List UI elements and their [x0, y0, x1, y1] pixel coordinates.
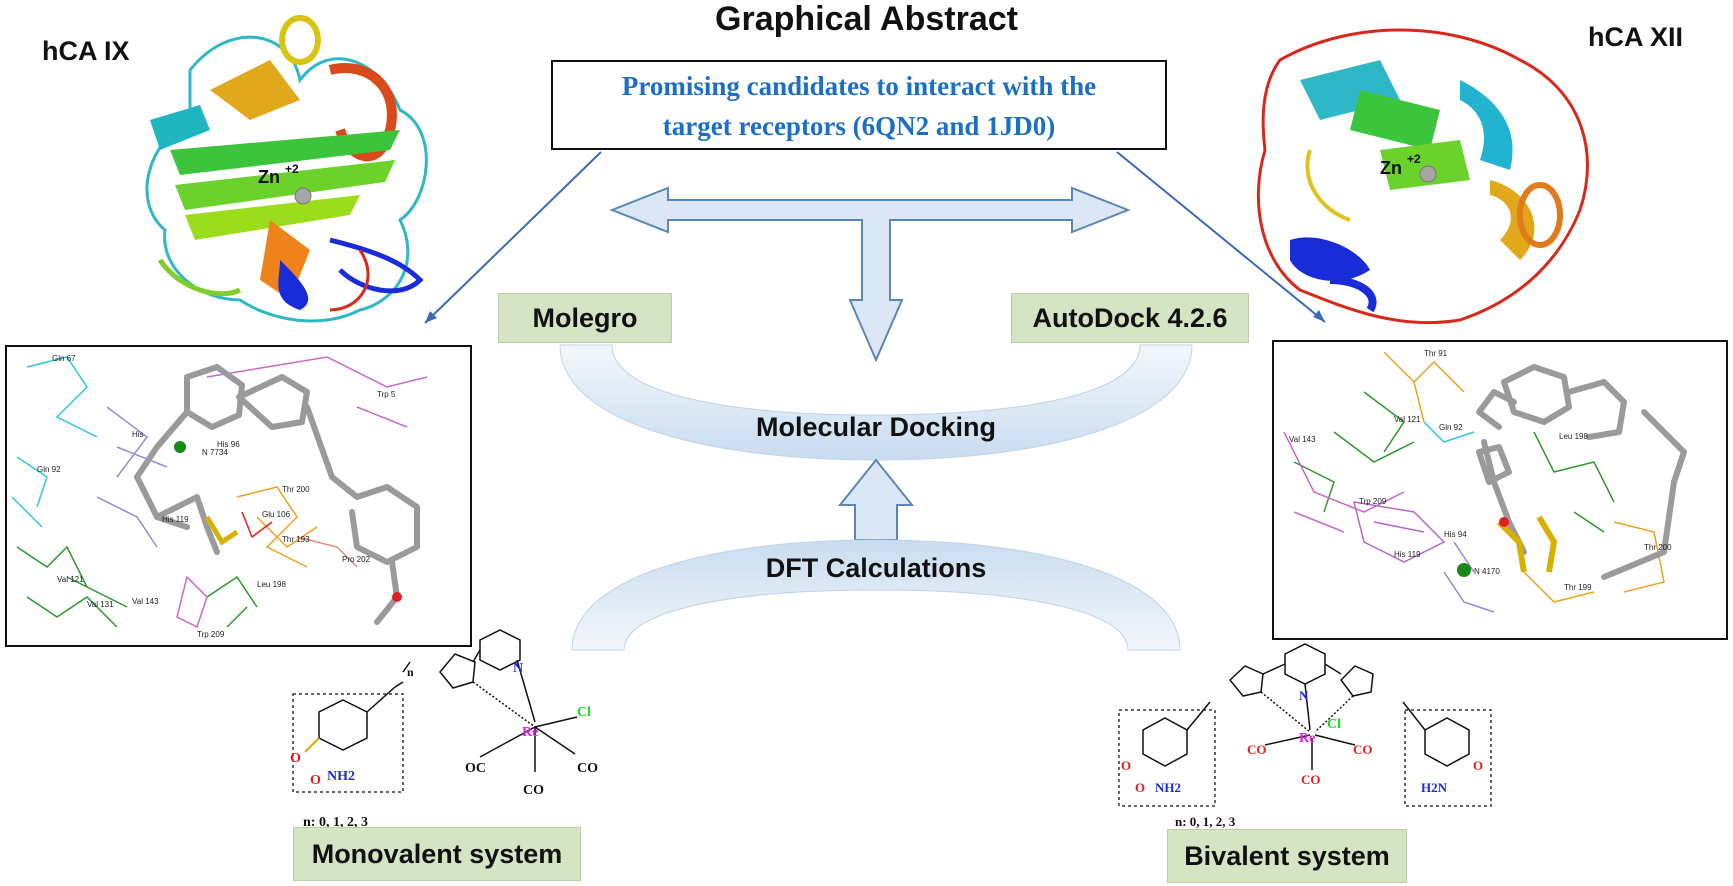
left-label-2: Trp 5: [377, 390, 396, 399]
docking-panel-right: Thr 91 Val 121 Gln 92 Val 143 Leu 198 Tr…: [1272, 340, 1728, 640]
left-label-14: Val 131: [87, 600, 114, 609]
molegro-box: Molegro: [498, 293, 672, 343]
left-label-7: Thr 200: [282, 485, 310, 494]
dft-calculations-label: DFT Calculations: [765, 553, 987, 583]
docking-pose-right: Thr 91 Val 121 Gln 92 Val 143 Leu 198 Tr…: [1283, 349, 1687, 613]
monovalent-structure: O O NH2 n Re Cl OC CO CO N n: 0, 1, 2, 3: [290, 629, 598, 830]
mono-cl: Cl: [577, 705, 591, 720]
svg-text:O: O: [290, 751, 301, 766]
mono-re: Re: [522, 725, 538, 740]
left-label-11: Val 121: [57, 575, 84, 584]
right-label-11: Thr 199: [1564, 583, 1592, 592]
right-label-4: Val 143: [1289, 435, 1316, 444]
bi-re: Re: [1299, 731, 1315, 746]
right-label-10: Thr 200: [1644, 543, 1672, 552]
docking-panel-left: Gln 67 Trp 5 His 96 His Gln 92 N 7734 Th…: [5, 345, 472, 647]
subtitle-box: Promising candidates to interact with th…: [551, 60, 1167, 150]
mono-n-subscript: n: [407, 665, 414, 679]
subtitle-line-2: target receptors (6QN2 and 1JD0): [662, 111, 1056, 141]
left-label-3: His 96: [217, 440, 240, 449]
docking-pose-left: Gln 67 Trp 5 His 96 His Gln 92 N 7734 Th…: [11, 354, 428, 639]
svg-text:O: O: [310, 773, 321, 788]
zn-label-left: Zn: [258, 167, 280, 187]
mono-co-bottom: CO: [523, 783, 544, 798]
bi-cl: Cl: [1327, 717, 1341, 732]
protein-label-hca-ix: hCA IX: [42, 36, 130, 66]
bi-co-left: CO: [1247, 742, 1267, 757]
mono-n-pyridine: N: [513, 661, 523, 676]
molecular-docking-label: Molecular Docking: [755, 412, 997, 442]
right-label-7: His 94: [1444, 530, 1467, 539]
bi-co-right: CO: [1353, 742, 1373, 757]
bi-n-pyridine: N: [1299, 688, 1309, 703]
left-label-1: Gln 67: [52, 354, 76, 363]
mono-co-right: CO: [577, 761, 598, 776]
left-label-8: Glu 106: [262, 510, 291, 519]
bivalent-box: Bivalent system: [1167, 829, 1407, 883]
bi-co-bottom: CO: [1301, 772, 1321, 787]
zn-charge-left: +2: [285, 162, 299, 176]
branch-arrows: [609, 186, 1131, 363]
protein-label-hca-xii: hCA XII: [1588, 22, 1684, 52]
right-label-8: His 119: [1394, 550, 1421, 559]
dft-band: [571, 539, 1181, 651]
left-label-10: Thr 193: [282, 535, 310, 544]
autodock-box: AutoDock 4.2.6: [1011, 293, 1249, 343]
bi-n-values: n: 0, 1, 2, 3: [1175, 814, 1236, 829]
left-label-9: His 119: [162, 515, 189, 524]
bivalent-structure: O O NH2 H2N O Re Cl CO CO CO N n: 0, 1, …: [1118, 643, 1492, 829]
svg-text:O: O: [1473, 758, 1483, 773]
up-arrow: [837, 458, 915, 541]
right-label-3: Gln 92: [1439, 423, 1463, 432]
page-title: Graphical Abstract: [715, 0, 1018, 38]
mono-n-values: n: 0, 1, 2, 3: [303, 815, 368, 830]
bi-nh2: NH2: [1155, 780, 1181, 795]
protein-hca-xii-structure: [1256, 28, 1589, 325]
right-label-6: Trp 209: [1359, 497, 1387, 506]
left-label-13: Leu 198: [257, 580, 286, 589]
left-label-5: Gln 92: [37, 465, 61, 474]
left-label-15: Val 143: [132, 597, 159, 606]
svg-text:O: O: [1121, 758, 1131, 773]
mono-nh2: NH2: [327, 769, 355, 784]
left-label-12: Pro 202: [342, 555, 371, 564]
connector-left: [424, 151, 602, 324]
bi-h2n: H2N: [1421, 780, 1448, 795]
monovalent-box: Monovalent system: [293, 827, 581, 881]
svg-text:O: O: [1135, 780, 1145, 795]
docking-band: [559, 344, 1193, 461]
left-label-16: Trp 209: [197, 630, 225, 639]
right-label-5: Leu 198: [1559, 432, 1588, 441]
mono-oc: OC: [465, 761, 486, 776]
connector-right: [1116, 151, 1326, 323]
subtitle-line-1: Promising candidates to interact with th…: [621, 71, 1097, 101]
right-label-1: Thr 91: [1424, 349, 1448, 358]
left-label-4: His: [132, 430, 144, 439]
zn-label-right: Zn: [1380, 158, 1402, 178]
zn-charge-right: +2: [1407, 152, 1421, 166]
protein-hca-ix-structure: [145, 15, 428, 323]
left-label-6: N 7734: [202, 448, 228, 457]
right-label-2: Val 121: [1394, 415, 1421, 424]
right-label-9: N 4170: [1474, 567, 1500, 576]
